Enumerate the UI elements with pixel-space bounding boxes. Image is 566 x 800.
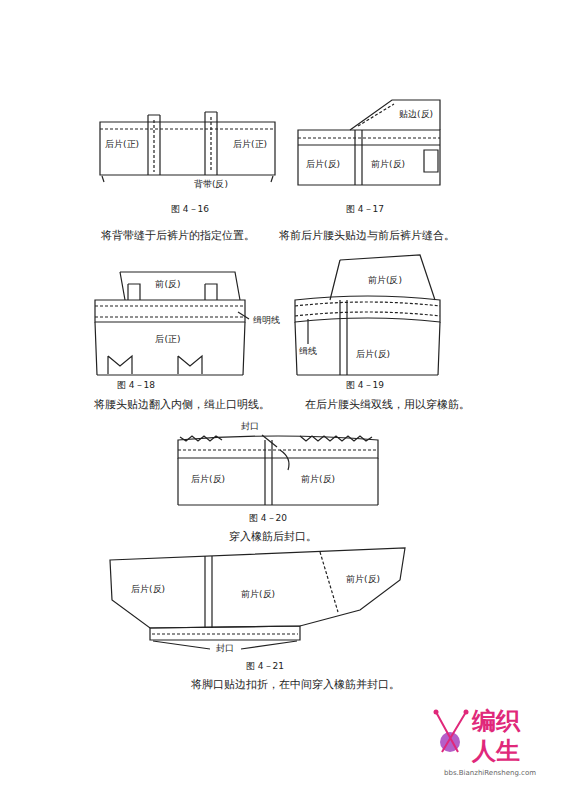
figure-4-21 [110,548,405,649]
line-art [340,300,347,375]
line-art [100,122,275,175]
line-art [95,306,245,317]
part-label: 后(正) [154,335,181,345]
watermark-text: 人生 [472,738,520,764]
line-art [358,104,394,126]
figure-4-16 [100,112,275,182]
line-art [295,302,440,316]
part-label: 后片(反) [130,585,166,595]
line-art [205,556,212,628]
line-art [153,120,154,172]
line-art [434,710,439,715]
line-art [108,356,132,374]
callout-label: 封口 [240,422,260,432]
line-art [307,319,308,344]
line-art [150,626,300,640]
line-art [424,150,438,172]
line-art [95,300,245,322]
figure-number: 图 4－17 [346,205,384,215]
line-art [280,450,289,470]
instruction-text: 将前后片腰头贴边与前后裤片缝合。 [279,230,455,242]
line-art [178,449,378,450]
line-art [178,436,378,458]
line-art [205,112,217,175]
instruction-text: 将背带缝于后裤片的指定位置。 [101,230,255,242]
figure-number: 图 4－20 [249,514,287,524]
line-art [350,100,440,130]
figure-number: 图 4－19 [346,381,384,391]
line-art [298,144,440,145]
line-art [262,435,277,447]
line-art [210,117,211,172]
line-art [298,137,440,138]
line-art [295,296,440,322]
part-label: 后片(反) [355,350,391,360]
line-art [355,130,362,185]
watermark-text: bbs.BianzhiRensheng.com [444,770,536,778]
instruction-text: 在后片腰头缉双线，用以穿橡筋。 [305,399,470,411]
line-art [330,255,435,300]
line-art [436,712,466,752]
line-art [178,356,202,374]
part-label: 前片(反) [300,475,336,485]
line-art [295,322,440,375]
line-art [102,176,273,182]
line-art [110,548,405,628]
part-label: 后片(反) [305,160,341,170]
figure-4-19 [295,255,440,375]
callout-label: 缉明线 [252,316,281,326]
line-art [238,312,249,319]
watermark-text: 编织 [472,708,520,734]
instruction-text: 将脚口贴边扣折，在中间穿入橡筋并封口。 [191,679,400,691]
line-art [320,552,338,612]
part-label: 前(反) [154,280,181,290]
instruction-text: 穿入橡筋后封口。 [229,531,317,543]
part-label: 后片(正) [104,140,140,150]
callout-label: 封口 [215,644,235,654]
callout-label: 缉线 [298,347,318,357]
figure-4-18 [95,272,249,375]
line-art [464,710,469,715]
line-art [180,436,372,441]
figure-4-17 [298,100,440,185]
part-label: 前片(反) [345,575,381,585]
part-label: 前片(反) [367,276,403,286]
figure-number: 图 4－18 [117,381,155,391]
line-art [100,128,275,129]
line-art [148,115,160,175]
figure-number: 图 4－21 [246,662,284,672]
instruction-text: 将腰头贴边翻入内侧，缉止口明线。 [94,399,270,411]
figure-number: 图 4－16 [171,205,209,215]
part-label: 前片(反) [240,590,276,600]
figure-4-20 [178,435,378,505]
part-label: 后片(正) [232,140,268,150]
line-art [178,458,378,505]
part-label: 后片(反) [190,475,226,485]
line-art [120,272,240,300]
part-label: 前片(反) [370,160,406,170]
line-art [265,440,272,505]
watermark-icon [434,710,469,753]
line-art [152,633,298,634]
part-label: 背带(反) [193,180,229,190]
part-label: 贴边(反) [398,110,434,120]
line-art [95,322,245,375]
line-art [298,130,440,185]
